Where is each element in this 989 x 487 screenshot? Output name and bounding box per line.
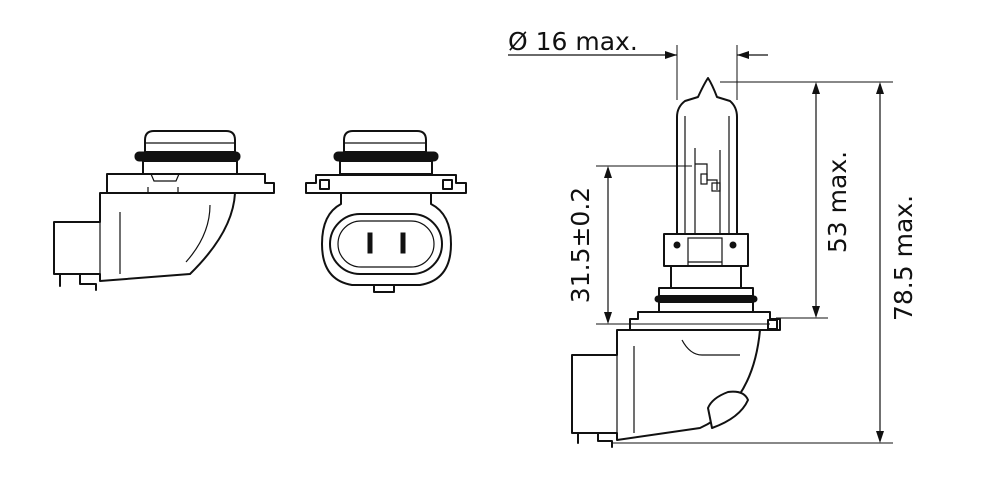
bulb-height-label: 53 max.: [823, 151, 852, 253]
diameter-label: Ø 16 max.: [508, 27, 638, 56]
front-view-bulb-base: [305, 130, 467, 293]
light-center-label: 31.5±0.2: [566, 187, 595, 303]
dimensioned-bulb-view: [571, 77, 781, 448]
total-height-label: 78.5 max.: [889, 195, 918, 321]
side-view-bulb-base: [53, 130, 275, 291]
total-height-dimension: [612, 81, 893, 444]
light-center-dimension: [596, 165, 770, 325]
diameter-dimension: [508, 45, 768, 100]
